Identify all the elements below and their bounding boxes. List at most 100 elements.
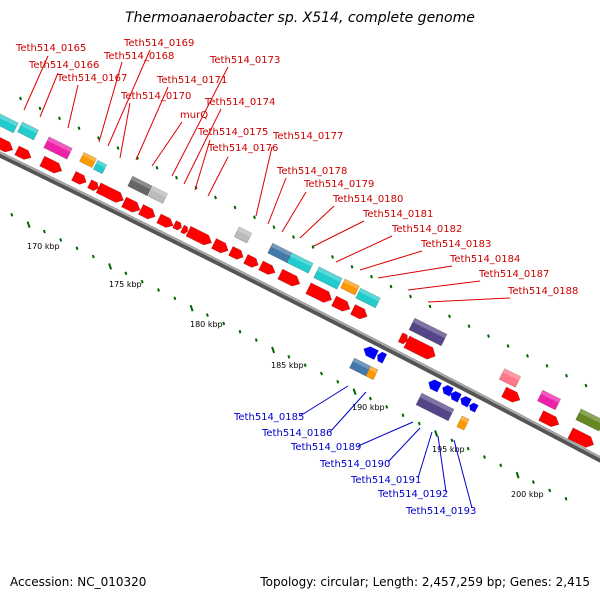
gene-label[interactable]: Teth514_0168 xyxy=(103,51,174,62)
feature-block[interactable] xyxy=(127,175,153,197)
scale-tick xyxy=(483,455,486,459)
gene-arrow[interactable] xyxy=(349,304,369,322)
gene-label[interactable]: Teth514_0167 xyxy=(56,73,127,84)
gene-label[interactable]: Teth514_0176 xyxy=(207,143,278,154)
leader-line xyxy=(119,102,131,159)
gene-label[interactable]: Teth514_0186 xyxy=(261,428,332,439)
feature-block[interactable] xyxy=(147,186,169,204)
gene-label[interactable]: Teth514_0187 xyxy=(478,269,549,280)
gene-arrow[interactable] xyxy=(362,344,379,361)
gene-arrow[interactable] xyxy=(210,238,230,256)
feature-block[interactable] xyxy=(456,415,470,431)
gene-label[interactable]: Teth514_0170 xyxy=(120,91,191,102)
gene-arrow[interactable] xyxy=(185,225,214,247)
gene-arrow[interactable] xyxy=(501,386,522,405)
feature-block[interactable] xyxy=(79,151,97,169)
gene-arrow[interactable] xyxy=(538,410,562,430)
leader-line xyxy=(39,72,59,118)
gene-arrow[interactable] xyxy=(87,179,101,193)
scale-tick xyxy=(222,321,226,326)
gene-label[interactable]: Teth514_0181 xyxy=(362,209,433,220)
gene-arrow[interactable] xyxy=(567,427,597,450)
feature-block[interactable] xyxy=(349,357,371,377)
scale-tick xyxy=(91,254,95,259)
leader-line xyxy=(437,435,447,493)
gene-label[interactable]: Teth514_0174 xyxy=(204,97,275,108)
feature-block[interactable] xyxy=(498,368,522,388)
feature-block[interactable] xyxy=(408,317,448,347)
gene-arrow[interactable] xyxy=(243,253,261,269)
gene-arrow[interactable] xyxy=(403,335,438,362)
gene-arrow[interactable] xyxy=(71,170,89,186)
feature-block[interactable] xyxy=(313,266,343,290)
gene-label[interactable]: Teth514_0191 xyxy=(350,475,421,486)
gene-arrow[interactable] xyxy=(172,220,184,232)
gene-label[interactable]: Teth514_0183 xyxy=(420,239,491,250)
gene-label[interactable]: Teth514_0178 xyxy=(276,166,347,177)
gene-arrow[interactable] xyxy=(441,384,454,397)
gene-arrow[interactable] xyxy=(180,224,190,235)
feature-block[interactable] xyxy=(0,112,19,134)
gene-arrow[interactable] xyxy=(0,134,15,155)
gene-arrow[interactable] xyxy=(449,390,462,403)
gene-label[interactable]: Teth514_0169 xyxy=(123,38,194,49)
feature-block[interactable] xyxy=(365,365,379,381)
feature-block[interactable] xyxy=(92,159,108,175)
gene-label[interactable]: Teth514_0165 xyxy=(15,43,86,54)
gene-arrow[interactable] xyxy=(137,204,157,222)
gene-arrow[interactable] xyxy=(375,351,388,364)
lane-tick xyxy=(448,314,451,319)
gene-label[interactable]: murQ xyxy=(180,110,208,121)
gene-label[interactable]: Teth514_0184 xyxy=(449,254,520,265)
scale-tick xyxy=(254,338,258,342)
gene-label[interactable]: Teth514_0189 xyxy=(290,442,361,453)
gene-arrow[interactable] xyxy=(305,282,335,305)
gene-arrow[interactable] xyxy=(331,295,352,314)
scale-label-190: 190 kbp xyxy=(352,403,385,412)
gene-arrow[interactable] xyxy=(468,402,479,413)
gene-label[interactable]: Teth514_0190 xyxy=(319,459,390,470)
leader-line xyxy=(267,177,287,225)
feature-block[interactable] xyxy=(233,226,253,244)
scale-tick xyxy=(189,304,194,312)
gene-arrow[interactable] xyxy=(39,155,65,176)
gene-arrow[interactable] xyxy=(228,245,246,261)
gene-label[interactable]: Teth514_0171 xyxy=(156,75,227,86)
gene-label[interactable]: Teth514_0192 xyxy=(377,489,448,500)
feature-block[interactable] xyxy=(536,389,562,411)
feature-block[interactable] xyxy=(43,136,73,160)
gene-label[interactable]: Teth514_0182 xyxy=(391,224,462,235)
feature-block[interactable] xyxy=(355,287,381,309)
gene-label[interactable]: Teth514_0175 xyxy=(197,127,268,138)
gene-arrow[interactable] xyxy=(459,395,472,408)
scale-tick xyxy=(320,371,323,376)
lane-tick xyxy=(428,304,432,309)
gene-arrow[interactable] xyxy=(95,182,126,205)
gene-arrow[interactable] xyxy=(277,268,303,289)
scale-tick xyxy=(385,405,389,409)
gene-label[interactable]: Teth514_0188 xyxy=(507,286,578,297)
gene-label[interactable]: Teth514_0185 xyxy=(233,412,304,423)
gene-arrow[interactable] xyxy=(14,145,34,162)
feature-block[interactable] xyxy=(340,278,360,296)
lane-tick xyxy=(19,96,22,101)
gene-label[interactable]: Teth514_0177 xyxy=(272,131,343,142)
feature-block[interactable] xyxy=(575,408,600,432)
gene-label[interactable]: Teth514_0179 xyxy=(303,179,374,190)
gene-label[interactable]: Teth514_0173 xyxy=(209,55,280,66)
gene-label[interactable]: Teth514_0193 xyxy=(405,506,476,517)
lane-tick xyxy=(292,235,295,239)
gene-arrow[interactable] xyxy=(397,332,410,346)
gene-label[interactable]: Teth514_0180 xyxy=(332,194,403,205)
gene-arrow[interactable] xyxy=(121,196,142,215)
scale-label-170: 170 kbp xyxy=(27,242,60,251)
feature-block[interactable] xyxy=(415,392,455,422)
feature-block[interactable] xyxy=(17,121,39,141)
gene-label[interactable]: Teth514_0166 xyxy=(28,60,99,71)
gene-arrow[interactable] xyxy=(426,378,443,393)
lane-tick xyxy=(214,195,217,200)
gene-arrow[interactable] xyxy=(258,260,278,277)
feature-block[interactable] xyxy=(286,252,314,274)
gene-arrow[interactable] xyxy=(156,213,176,230)
lane-tick xyxy=(409,294,412,299)
